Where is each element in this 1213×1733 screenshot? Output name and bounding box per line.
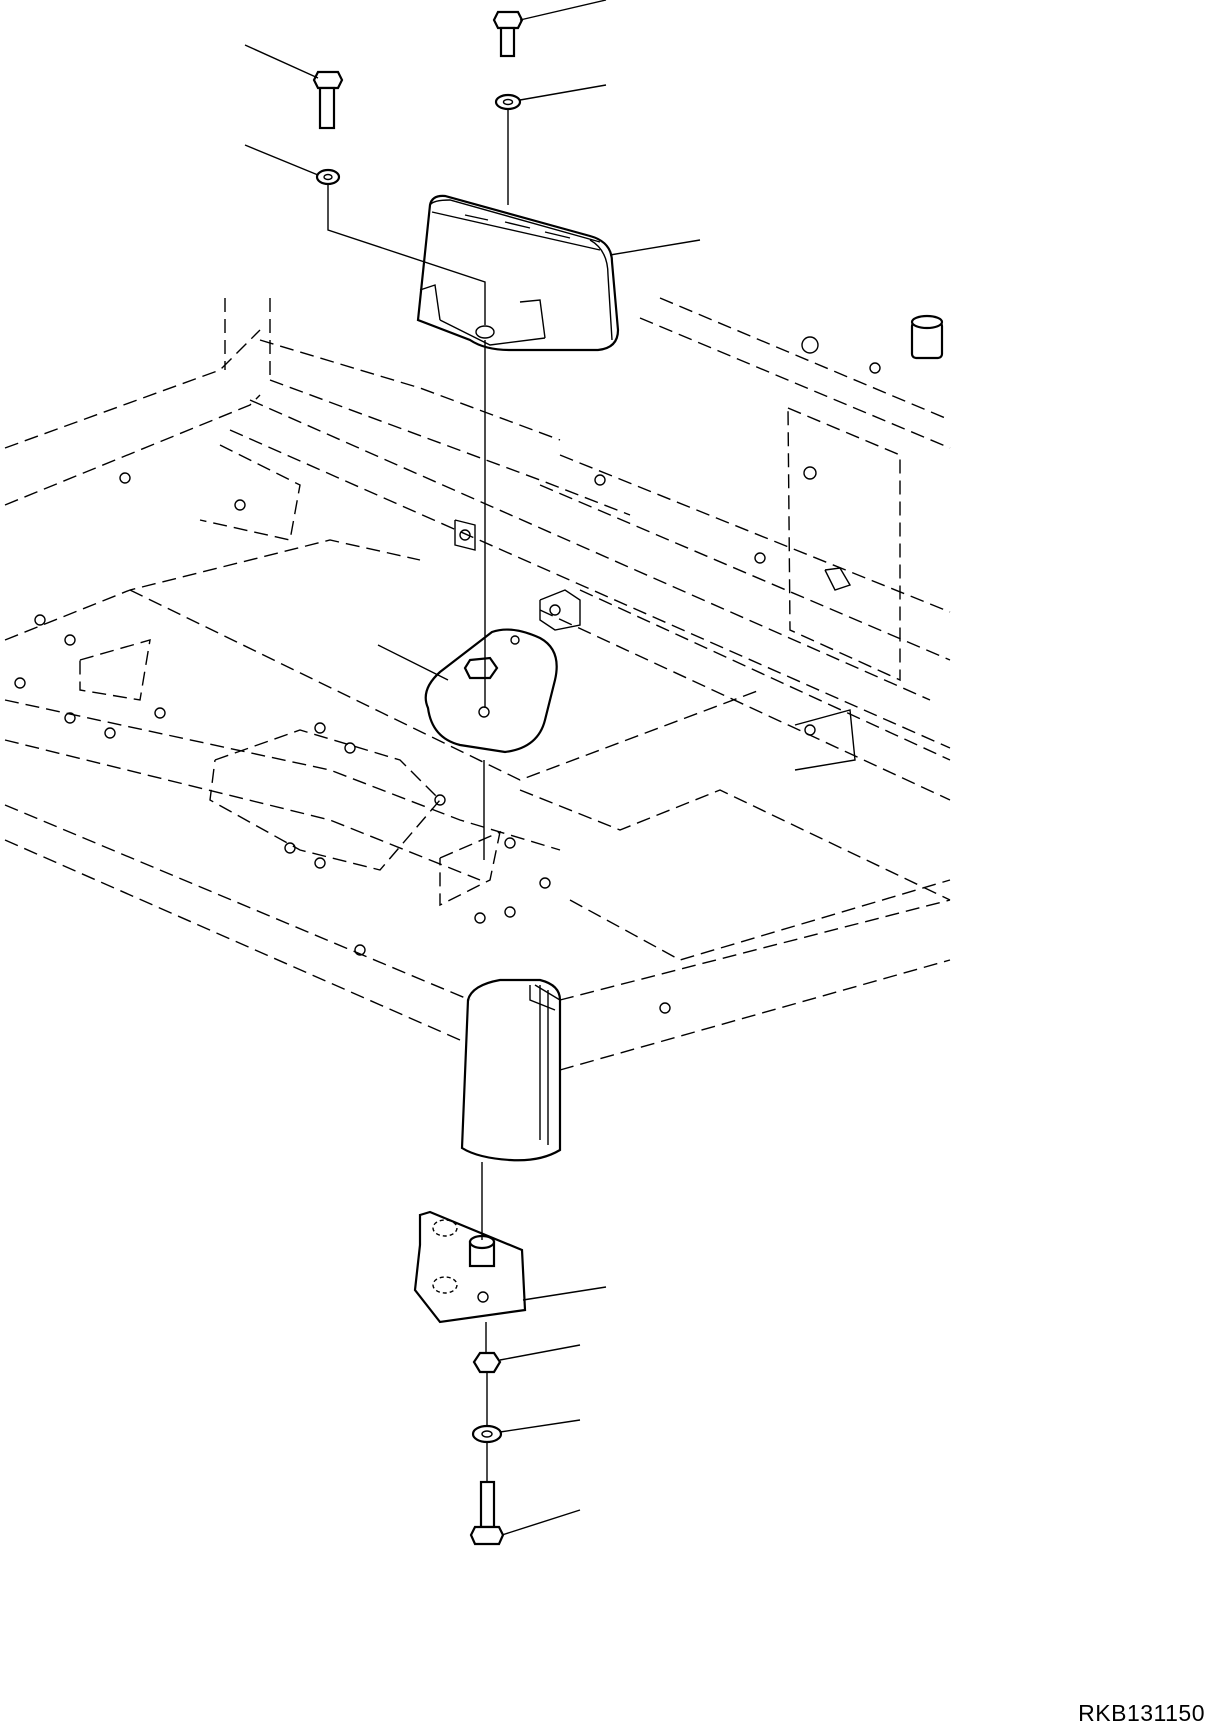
assembly-lines: [327, 110, 509, 1482]
spacer-collar: [910, 314, 944, 360]
lower-bracket: [413, 1210, 527, 1324]
cushion-block: [416, 194, 620, 352]
mount-plate: [424, 628, 558, 754]
top-bolt-right: [492, 10, 524, 111]
corner-post: [460, 978, 562, 1162]
frame-holes: [14, 336, 881, 1014]
leader-lines: [244, 0, 701, 1536]
drawing-code: RKB131150: [1078, 1700, 1205, 1726]
top-bolt-left: [312, 70, 344, 186]
bottom-hardware: [469, 1351, 505, 1546]
floor-frame: [4, 297, 951, 1071]
frame-brackets: [454, 519, 856, 771]
